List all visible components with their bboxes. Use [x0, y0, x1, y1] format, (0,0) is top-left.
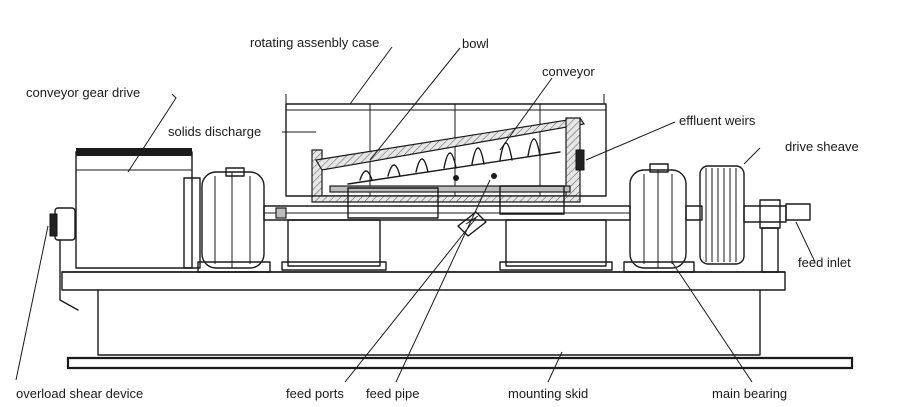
label-drive-sheave: drive sheave: [785, 139, 859, 154]
label-conveyor-gear-drive: conveyor gear drive: [26, 85, 140, 100]
feed-pipe-nozzle: [457, 211, 487, 237]
conveyor-gear-drive: [75, 148, 201, 269]
label-feed-inlet: feed inlet: [798, 255, 851, 270]
label-mounting-skid: mounting skid: [508, 386, 588, 401]
conveyor: [347, 138, 565, 219]
pedestals: [281, 219, 613, 271]
drive-sheave: [685, 165, 745, 265]
overload-shear-device: [49, 207, 79, 311]
label-feed-ports: feed ports: [286, 386, 344, 401]
label-main-bearing: main bearing: [712, 386, 787, 401]
label-conveyor: conveyor: [542, 64, 595, 79]
right-bearing-housing: [623, 163, 695, 273]
feed-inlet: [743, 199, 811, 273]
label-rotating-assembly-case: rotating assenbly case: [250, 35, 379, 50]
bowl: [311, 117, 586, 203]
effluent-weirs: [575, 149, 585, 171]
label-solids-discharge: solids discharge: [168, 124, 261, 139]
label-feed-pipe: feed pipe: [366, 386, 420, 401]
label-bowl: bowl: [462, 36, 489, 51]
leader-lines: [15, 46, 816, 383]
mounting-skid: [61, 271, 854, 370]
main-shaft: [263, 205, 631, 221]
left-bearing-housing: [197, 167, 271, 273]
callout-labels: rotating assenbly case bowl conveyor con…: [16, 35, 859, 401]
label-overload-shear-device: overload shear device: [16, 386, 143, 401]
label-effluent-weirs: effluent weirs: [679, 113, 756, 128]
